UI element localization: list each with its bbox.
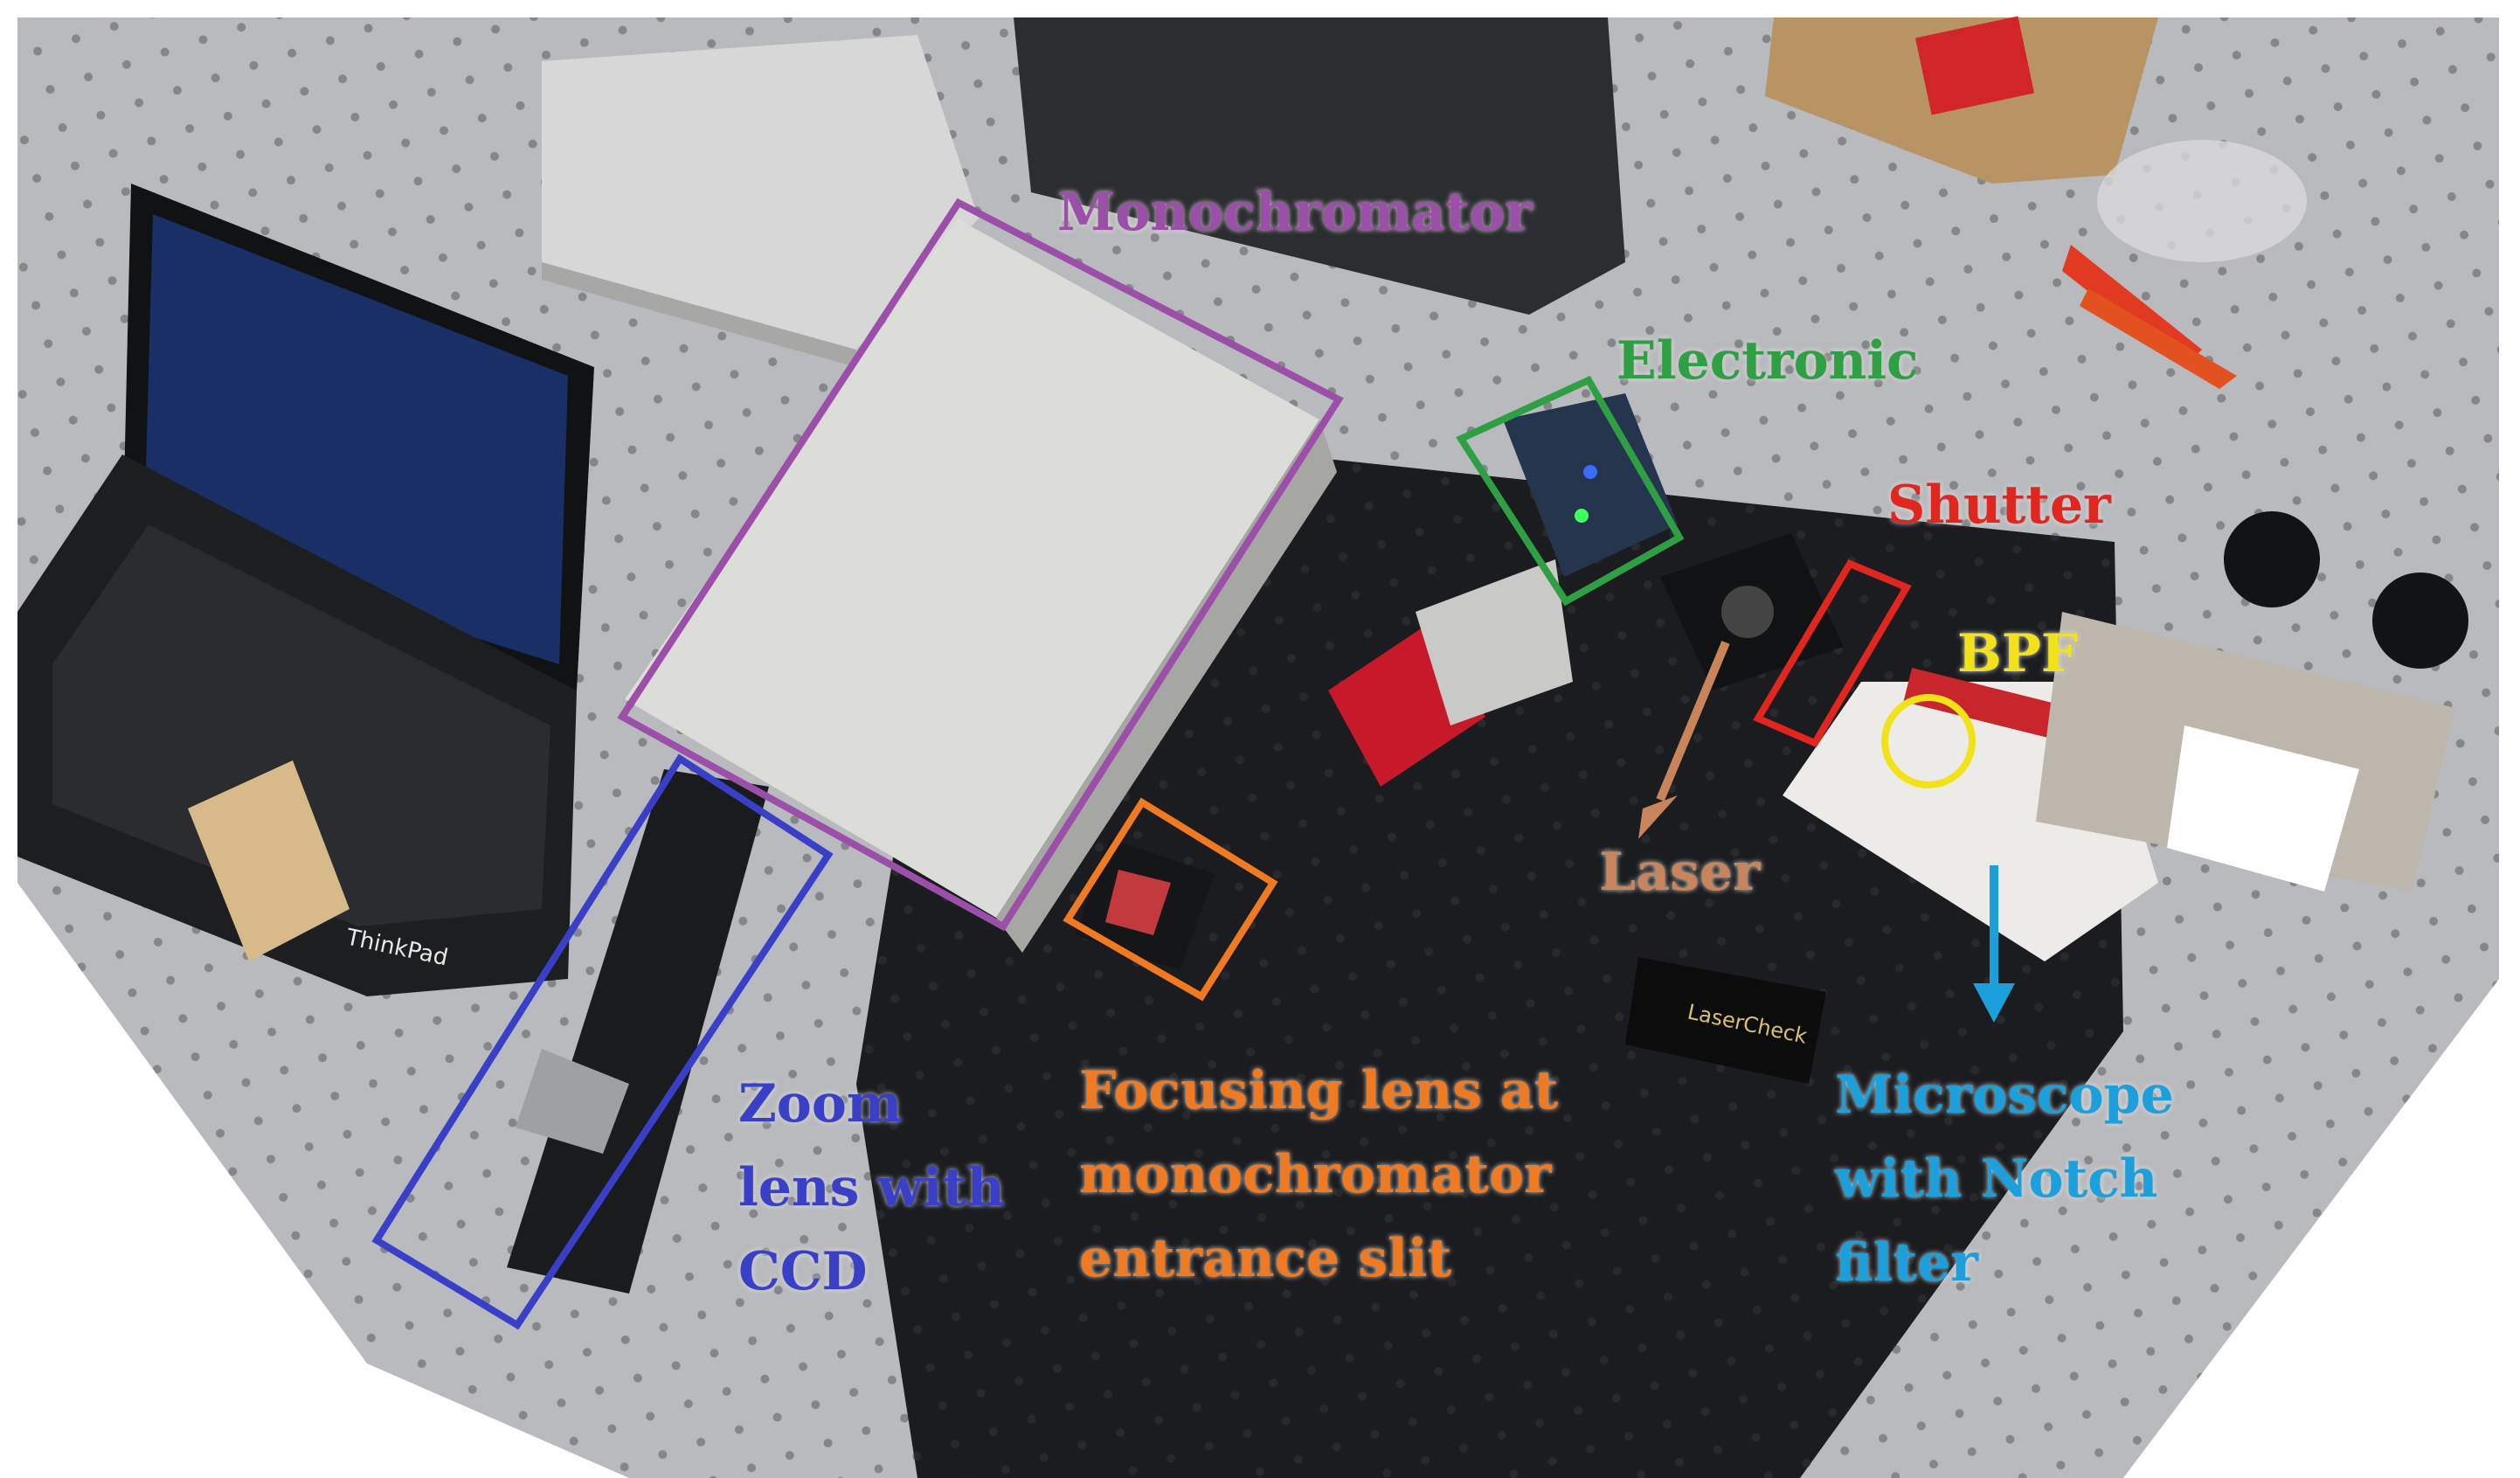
shutter-outline xyxy=(1753,559,1912,748)
laser-check-device xyxy=(1625,957,1826,1084)
shutter-label: Shutter xyxy=(1887,475,2111,536)
microscope-label-line-2: with Notch xyxy=(1835,1148,2158,1210)
focusing-lens-label: Focusing lens at monochromator entrance … xyxy=(1079,1049,1558,1301)
bpf-label: BPF xyxy=(1957,623,2079,684)
electronic-board xyxy=(1503,393,1678,577)
zoom-lens-label-line-3: CCD xyxy=(738,1241,868,1302)
laser-label: Laser xyxy=(1599,842,1761,903)
laser-arrow xyxy=(1656,641,1730,801)
monochromator-label: Monochromator xyxy=(1057,182,1533,243)
focusing-lens-label-line-3: entrance slit xyxy=(1079,1228,1452,1289)
eyepiece-left xyxy=(2224,511,2320,607)
plastic-bag xyxy=(2097,140,2307,262)
zoom-lens-label-line-2: lens with xyxy=(738,1157,1006,1218)
electronic-outline xyxy=(1456,375,1685,607)
zoom-lens-body xyxy=(507,769,769,1294)
eyepiece-right xyxy=(2372,572,2468,669)
microscope-label-line-1: Microscope xyxy=(1835,1065,2174,1126)
focusing-lens-outline xyxy=(1063,797,1278,1002)
top-device xyxy=(1014,17,1625,315)
zoom-lens-label-line-1: Zoom xyxy=(738,1073,903,1135)
monochromator-outline xyxy=(617,198,1344,932)
notebook xyxy=(188,760,350,961)
power-supply-box xyxy=(542,35,979,350)
zoom-lens-label: Zoom lens with CCD xyxy=(738,1062,1005,1314)
focusing-lens-label-line-2: monochromator xyxy=(1079,1144,1552,1205)
microscope-label: Microscope with Notch filter xyxy=(1835,1053,2174,1305)
focusing-lens-label-line-1: Focusing lens at xyxy=(1079,1060,1559,1121)
bpf-outline xyxy=(1881,694,1976,788)
microscope-label-line-3: filter xyxy=(1835,1232,1978,1294)
electronic-label: Electronic xyxy=(1617,330,1919,392)
monochromator-body xyxy=(625,219,1319,918)
zoom-lens-outline xyxy=(371,753,834,1330)
